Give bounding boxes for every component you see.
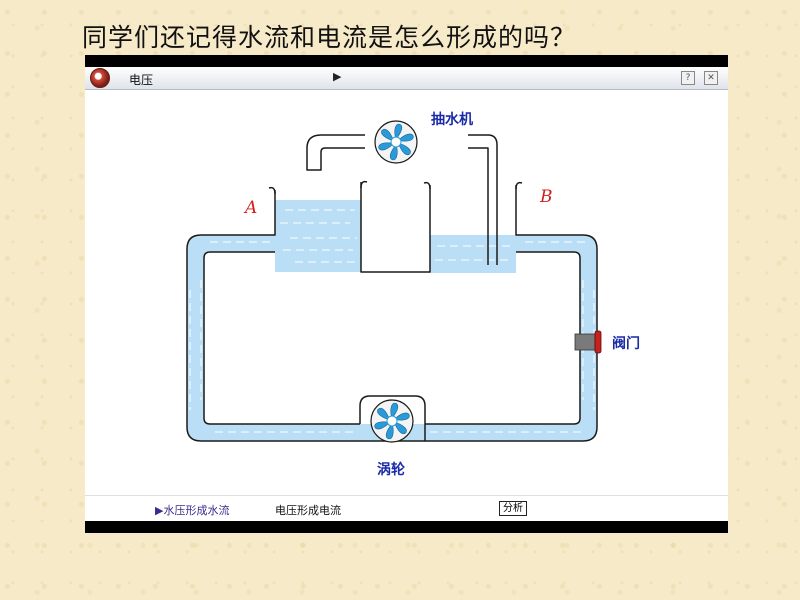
valve-icon[interactable] (574, 330, 602, 354)
app-logo-icon (90, 68, 110, 88)
title-bar: 电压 ▶ ? ✕ (85, 67, 728, 90)
pipe-outline (186, 134, 598, 442)
valve-label: 阀门 (612, 335, 640, 352)
pump-label: 抽水机 (431, 111, 473, 128)
play-arrow-icon[interactable]: ▶ (333, 70, 342, 83)
pump-fan-icon (374, 120, 418, 164)
slide-title: 同学们还记得水流和电流是怎么形成的吗？ (82, 23, 577, 52)
analyze-button[interactable]: 分析 (499, 501, 527, 516)
container-label-a: A (243, 198, 257, 218)
nav-electric-current[interactable]: 电压形成电流 (275, 504, 341, 517)
window-title: 电压 (129, 73, 154, 87)
turbine-fan-icon (370, 399, 414, 443)
water-circuit-diagram: A B 抽水机 阀门 涡轮 (186, 111, 640, 478)
turbine-label: 涡轮 (377, 461, 405, 478)
nav-water-flow[interactable]: ▶水压形成水流 (155, 504, 230, 517)
close-button[interactable]: ✕ (704, 71, 718, 85)
app-window: 电压 ▶ ? ✕ (85, 55, 728, 533)
diagram-canvas: A B 抽水机 阀门 涡轮 (85, 90, 728, 495)
bottom-nav: ▶水压形成水流 电压形成电流 分析 (85, 495, 728, 521)
container-label-b: B (539, 187, 553, 207)
help-button[interactable]: ? (681, 71, 695, 85)
